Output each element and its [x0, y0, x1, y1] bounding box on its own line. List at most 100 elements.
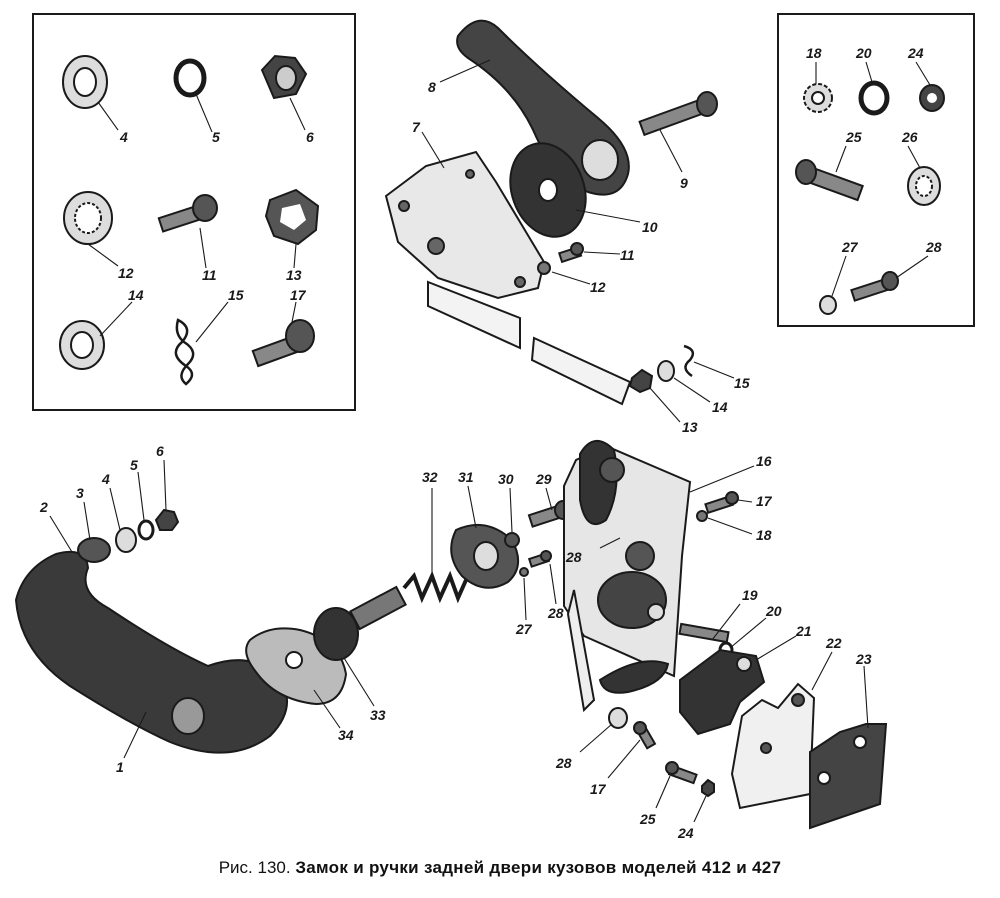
- part-washer-4-b: [115, 527, 137, 553]
- callout-r-25: 25: [845, 129, 862, 145]
- callout-b-28a: 28: [547, 605, 564, 621]
- part-washer-28-c: [608, 707, 628, 729]
- callout-b-25: 25: [639, 811, 656, 827]
- part-gasket-3: [77, 537, 111, 563]
- callout-b-32: 32: [422, 469, 438, 485]
- caption-prefix: Рис. 130.: [218, 858, 291, 877]
- part-washer-18-b: [696, 510, 708, 522]
- callout-b-29: 29: [535, 471, 552, 487]
- callout-b-33: 33: [370, 707, 386, 723]
- part-nut-13-top: [628, 368, 654, 394]
- callout-t-12: 12: [590, 279, 606, 295]
- part-connecting-rod: [427, 280, 632, 406]
- assembly-lock: 16 17 18 28 19 20 21 22 23 28 17 25 24: [555, 440, 888, 841]
- callout-t-10: 10: [642, 219, 658, 235]
- callout-r-27: 27: [841, 239, 859, 255]
- part-cover-31: [450, 523, 519, 589]
- part-nut-30: [504, 532, 520, 548]
- callout-l1-12: 12: [118, 265, 134, 281]
- callout-b-23: 23: [855, 651, 872, 667]
- part-nut-24-b: [701, 778, 715, 798]
- part-nut-6-b: [154, 508, 180, 531]
- part-pin-19: [678, 622, 730, 644]
- callout-l1-11: 11: [202, 267, 217, 283]
- callout-b-31: 31: [458, 469, 474, 485]
- figure-caption: Рис. 130. Замок и ручки задней двери куз…: [0, 858, 1000, 878]
- callout-b-19: 19: [742, 587, 758, 603]
- part-toothed-washer-26: [907, 166, 941, 206]
- callout-r-26: 26: [901, 129, 918, 145]
- callout-b-28c: 28: [555, 755, 572, 771]
- callout-b-28b: 28: [565, 549, 582, 565]
- part-screw-17: [251, 319, 315, 368]
- part-spring-washer-5: [173, 58, 207, 98]
- callout-t-8: 8: [428, 79, 436, 95]
- callout-r-20: 20: [855, 45, 872, 61]
- part-toothed-washer-12: [63, 191, 113, 245]
- callout-b-3: 3: [76, 485, 84, 501]
- callout-l1-17: 17: [290, 287, 307, 303]
- callout-l1-14: 14: [128, 287, 144, 303]
- part-washer-12-top: [537, 261, 551, 275]
- part-bolt-25-b: [665, 761, 698, 785]
- callout-b-4: 4: [101, 471, 110, 487]
- callout-l1-4: 4: [119, 129, 128, 145]
- part-washer-27-b: [519, 567, 529, 577]
- callout-b-21: 21: [795, 623, 812, 639]
- part-screw-28-b: [527, 550, 552, 568]
- callout-t-15: 15: [734, 375, 750, 391]
- callout-b-30: 30: [498, 471, 514, 487]
- callout-b-24: 24: [677, 825, 694, 841]
- callout-r-24: 24: [907, 45, 924, 61]
- callout-l1-13: 13: [286, 267, 302, 283]
- part-washer-14: [59, 320, 105, 370]
- callout-l1-15: 15: [228, 287, 244, 303]
- part-clip-15-top: [683, 344, 695, 378]
- callout-b-1: 1: [116, 759, 124, 775]
- exploded-view-diagram: 4 5 6 12 11 13 14 15 17: [14, 13, 975, 841]
- inset-right: 18 20 24 25 26 27 28: [777, 13, 975, 327]
- callout-t-13: 13: [682, 419, 698, 435]
- part-lock-plate-13: [264, 188, 320, 246]
- part-lock-washer-24: [919, 84, 945, 112]
- part-plate-22: [730, 682, 816, 810]
- inset-left: 4 5 6 12 11 13 14 15 17: [32, 13, 356, 411]
- callout-b-5: 5: [130, 457, 138, 473]
- part-spring-washer-20: [858, 80, 890, 116]
- callout-b-27: 27: [515, 621, 533, 637]
- callout-l1-6: 6: [306, 129, 314, 145]
- part-bolt-9: [638, 91, 718, 137]
- callout-t-7: 7: [412, 119, 421, 135]
- part-washer-4: [62, 55, 108, 109]
- part-nut-6: [260, 54, 308, 100]
- callout-b-20: 20: [765, 603, 782, 619]
- part-gasket-10: [509, 142, 587, 238]
- caption-title: Замок и ручки задней двери кузовов модел…: [295, 858, 782, 877]
- part-bolt-25: [795, 159, 864, 202]
- callout-b-16: 16: [756, 453, 772, 469]
- callout-b-17b: 17: [590, 781, 607, 797]
- callout-b-22: 22: [825, 635, 842, 651]
- callout-t-11: 11: [620, 247, 635, 263]
- part-screw-17-b: [704, 491, 739, 515]
- callout-r-18: 18: [806, 45, 822, 61]
- callout-l1-5: 5: [212, 129, 220, 145]
- part-washer-27: [819, 295, 837, 315]
- assembly-inner-handle: 8 7 9 10 11 12 15 14 13: [384, 19, 750, 435]
- callout-b-2: 2: [39, 499, 48, 515]
- assembly-push-button: 32 31 30 29 28 27 33 34: [245, 469, 572, 743]
- callout-b-18: 18: [756, 527, 772, 543]
- part-spring-clip-15: [174, 318, 195, 386]
- part-screw-17-c: [633, 721, 657, 750]
- callout-b-17a: 17: [756, 493, 773, 509]
- callout-t-9: 9: [680, 175, 688, 191]
- part-screw-28: [850, 271, 899, 302]
- callout-b-6: 6: [156, 443, 164, 459]
- callout-b-34: 34: [338, 727, 354, 743]
- part-gasket-23: [809, 723, 888, 830]
- part-screw-11: [157, 194, 218, 233]
- part-screw-11-top: [557, 242, 584, 264]
- callout-t-14: 14: [712, 399, 728, 415]
- assembly-outer-handle: 2 3 4 5 6 1: [14, 443, 288, 775]
- part-spring-washer-5-b: [137, 519, 155, 541]
